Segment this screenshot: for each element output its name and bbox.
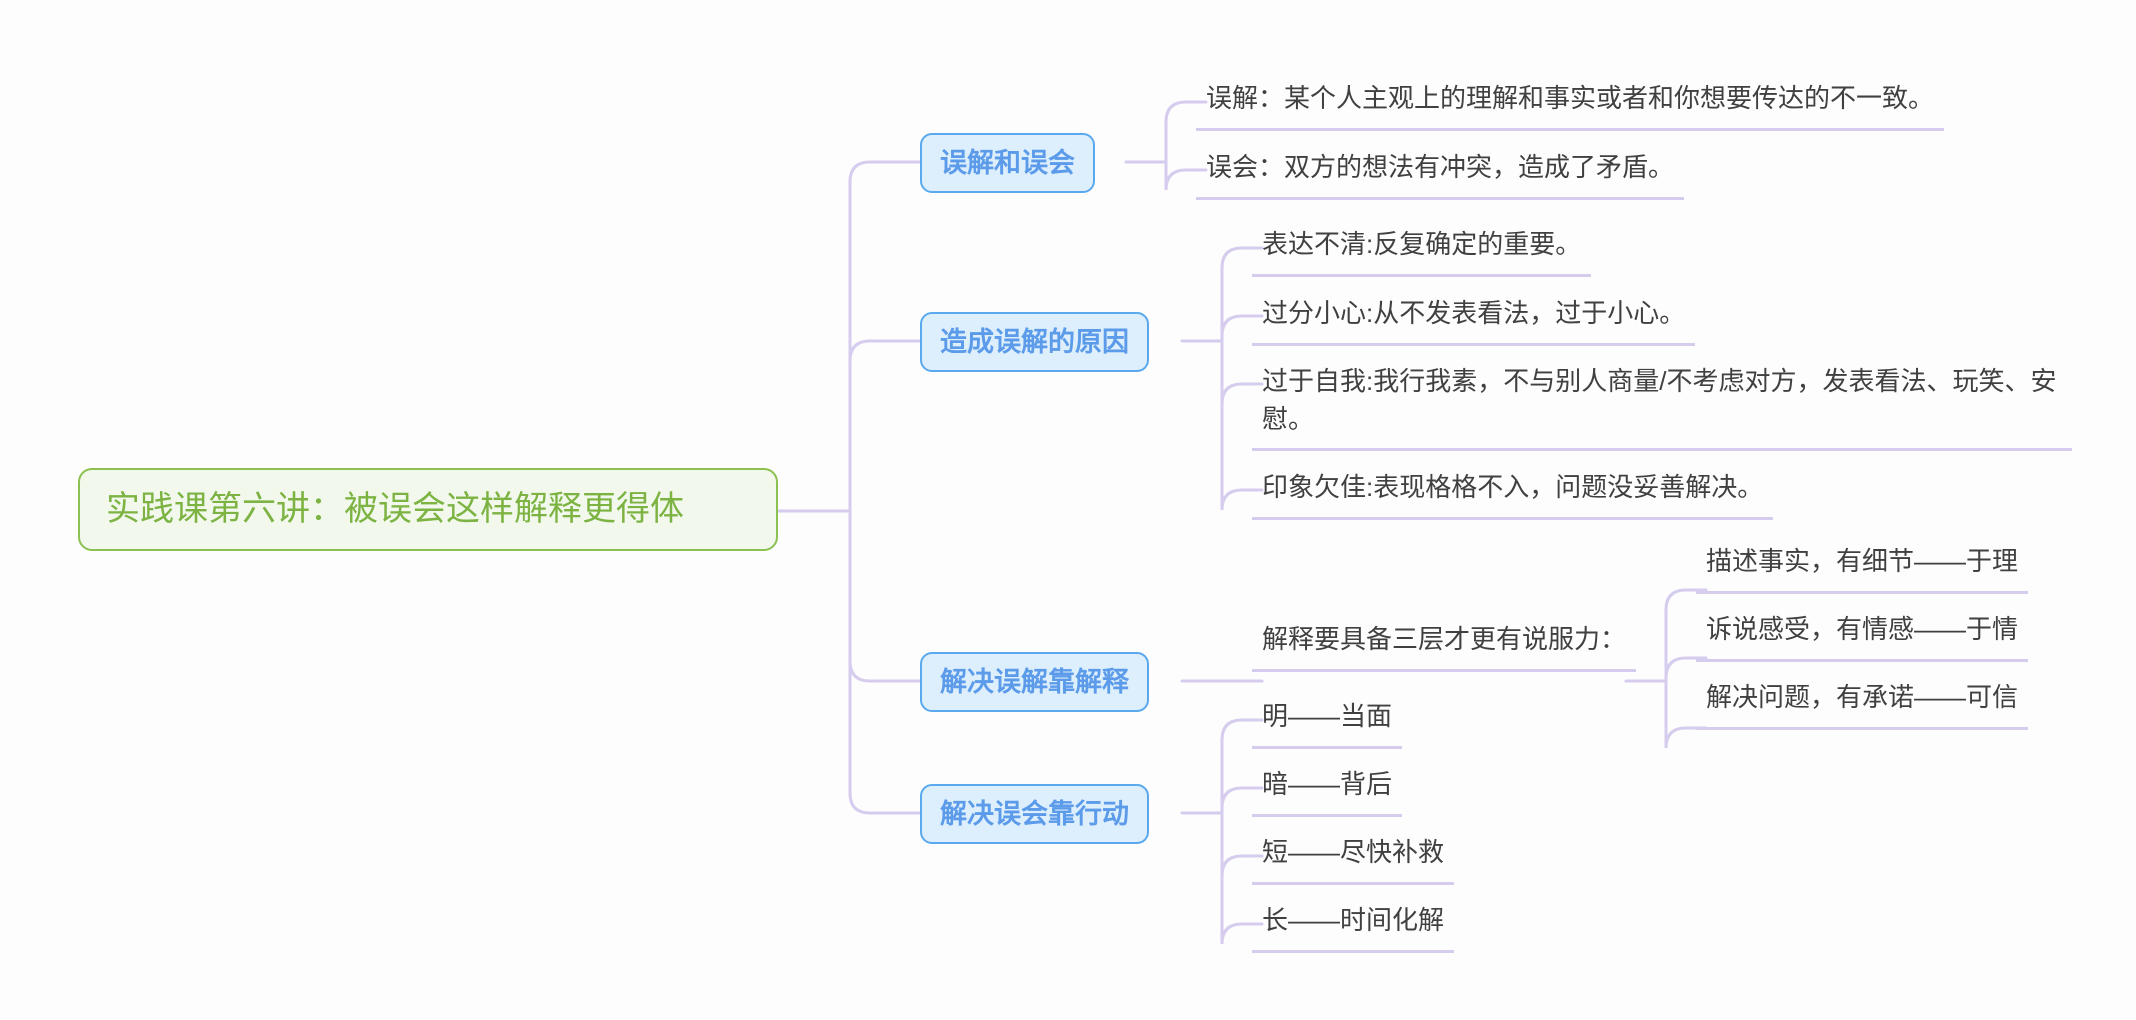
leaf-node-4-2[interactable]: 暗——背后 [1252,762,1403,817]
leaf-node-3-1-1[interactable]: 描述事实，有细节——于理 [1696,539,2029,594]
leaf-node-3-1-3[interactable]: 解决问题，有承诺——可信 [1696,675,2029,730]
leaf-node-2-1[interactable]: 表达不清:反复确定的重要。 [1252,222,1592,277]
leaf-node-4-4[interactable]: 长——时间化解 [1252,898,1455,953]
branch-node-2[interactable]: 造成误解的原因 [920,312,1149,373]
leaf-node-1-1[interactable]: 误解：某个人主观上的理解和事实或者和你想要传达的不一致。 [1196,76,1945,131]
leaf-node-3-1[interactable]: 解释要具备三层才更有说服力： [1252,617,1637,672]
leaf-node-4-1[interactable]: 明——当面 [1252,694,1403,749]
branch-node-1[interactable]: 误解和误会 [920,133,1095,194]
branch-node-4[interactable]: 解决误会靠行动 [920,784,1149,845]
leaf-node-2-2[interactable]: 过分小心:从不发表看法，过于小心。 [1252,291,1696,346]
leaf-node-1-2[interactable]: 误会：双方的想法有冲突，造成了矛盾。 [1196,145,1685,200]
leaf-node-2-3[interactable]: 过于自我:我行我素，不与别人商量/不考虑对方，发表看法、玩笑、安慰。 [1252,359,2072,452]
leaf-node-3-1-2[interactable]: 诉说感受，有情感——于情 [1696,607,2029,662]
leaf-node-2-4[interactable]: 印象欠佳:表现格格不入，问题没妥善解决。 [1252,465,1774,520]
root-node[interactable]: 实践课第六讲：被误会这样解释更得体 [78,468,778,551]
leaf-node-4-3[interactable]: 短——尽快补救 [1252,830,1455,885]
branch-node-3[interactable]: 解决误解靠解释 [920,652,1149,713]
